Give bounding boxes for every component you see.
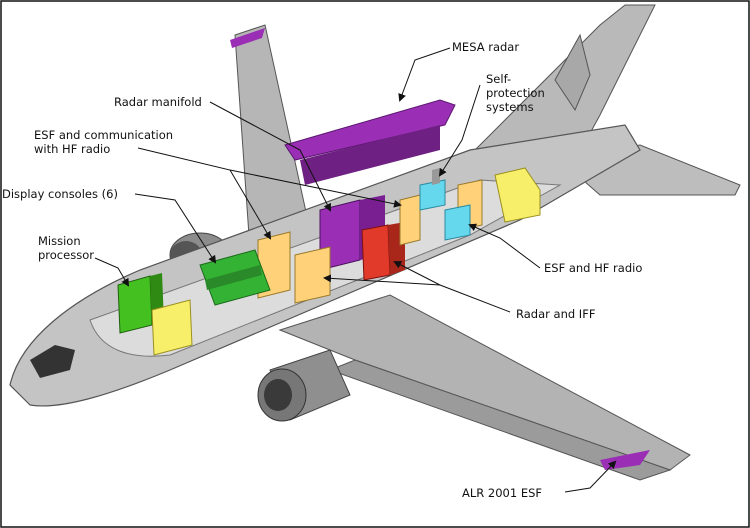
leader-self-protection [438,84,481,177]
label-alr: ALR 2001 ESF [462,486,543,500]
leader-radar-manifold [209,101,331,212]
leader-radar-iff-1 [393,261,511,313]
label-self-protection-1: Self- [486,72,512,86]
label-esf-comm-2: with HF radio [34,142,111,156]
forward-yellow-unit [151,299,193,356]
console-screens [205,265,262,290]
leader-mesa [398,47,451,102]
label-display-consoles: Display consoles (6) [2,187,118,201]
label-self-protection-2: protection [486,86,545,100]
label-mission-1: Mission [38,234,81,248]
mission-processor [117,275,153,334]
radar-iff-unit [361,224,391,281]
tail-antenna [554,33,591,112]
far-wingtip-esf [230,28,265,48]
esf-seat [444,204,471,241]
leader-radar-iff-2 [323,274,441,286]
label-mission-2: processor [38,248,94,262]
label-self-protection-3: systems [486,100,534,114]
near-engine-inlet [264,379,292,411]
mesa-radar [284,99,456,161]
leader-alr [564,460,617,493]
leader-mission [94,257,130,287]
near-wing-flap [328,359,672,481]
leader-esf-hf [468,223,541,269]
leader-esf-comm-2 [229,169,402,208]
leader-display [134,193,217,264]
label-esf-comm-1: ESF and communication [34,128,174,142]
cockpit-windows [30,345,75,378]
label-radar-manifold: Radar manifold [114,95,202,109]
near-wing [278,294,691,471]
label-esf-hf: ESF and HF radio [544,261,643,275]
label-mesa-radar: MESA radar [452,40,520,54]
radar-cabinet [294,246,331,304]
self-protection-antenna [432,168,440,185]
mesa-radar-mount [300,125,440,185]
rear-cabinet [399,194,421,246]
label-radar-iff: Radar and IFF [516,307,596,321]
rear-yellow-unit [494,167,541,223]
